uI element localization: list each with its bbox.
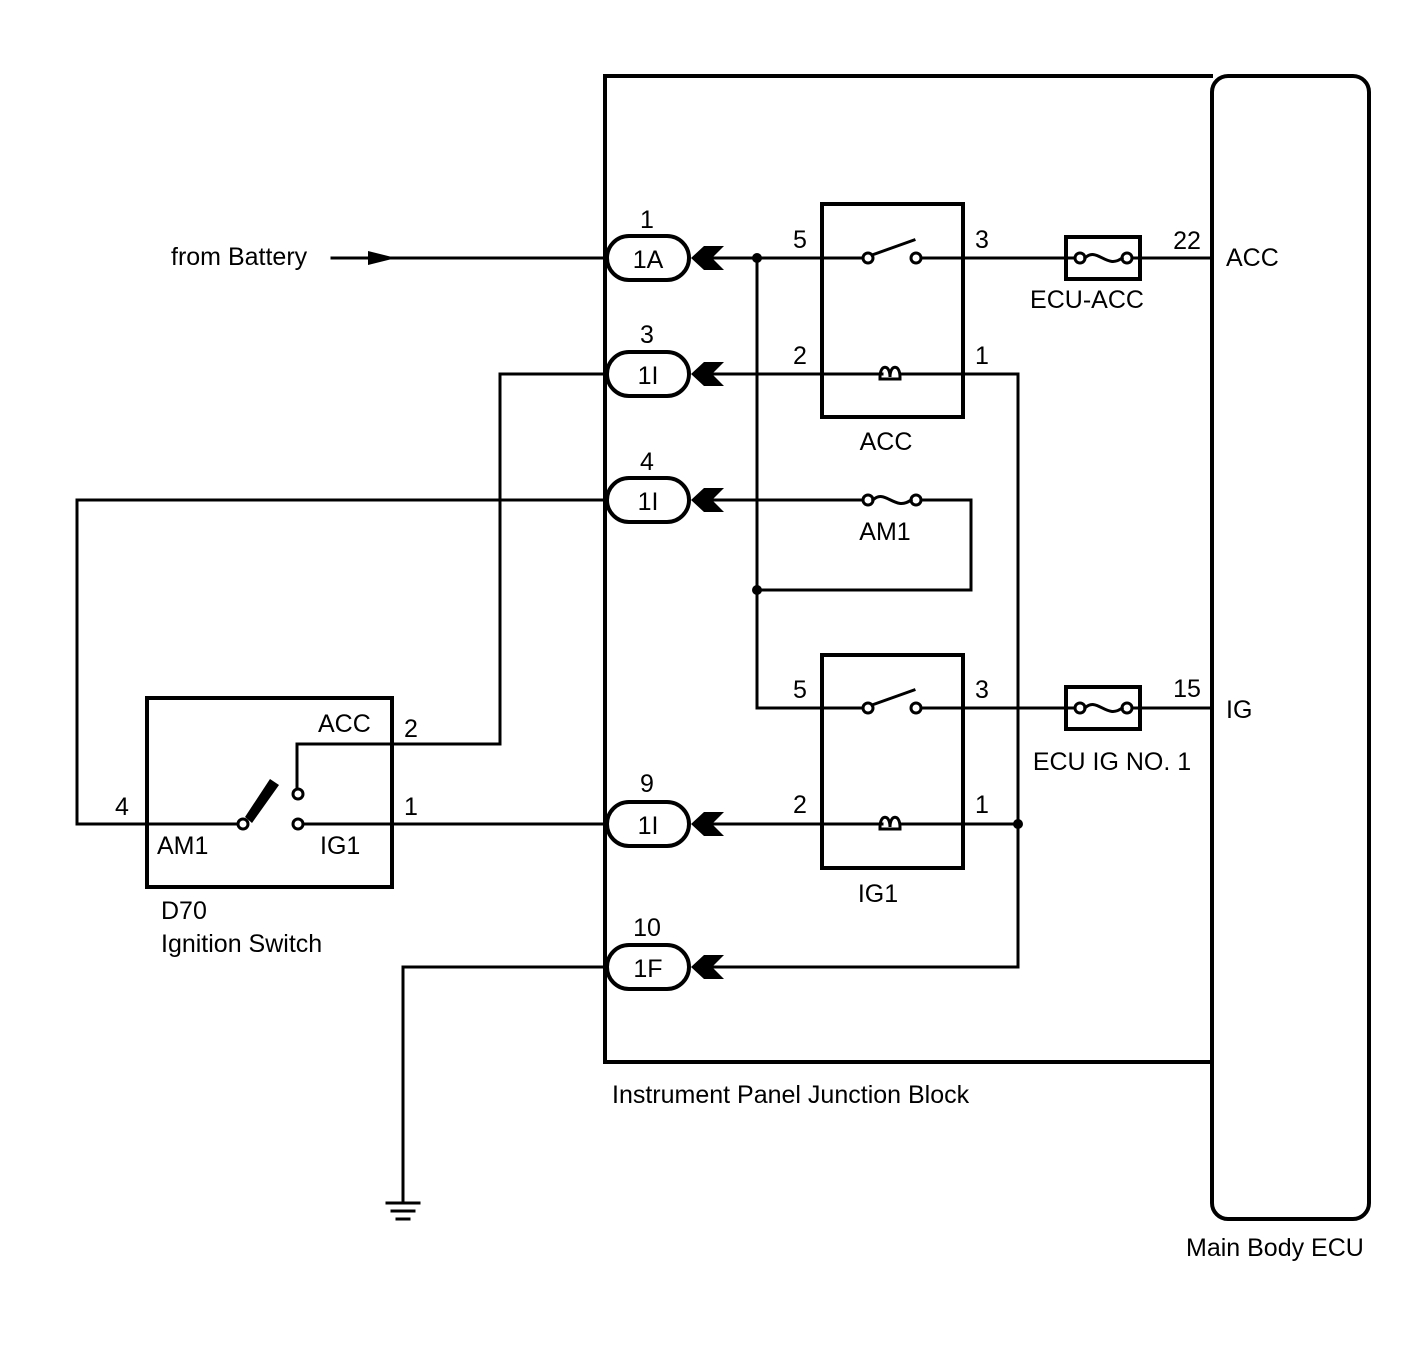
switch-ig1-label: IG1 [320,832,360,860]
connector-1f: 1F 10 [605,914,724,991]
ground-icon [385,1201,421,1221]
ignition-switch-box [145,696,394,889]
pin-label: 2 [793,342,807,370]
main-body-ecu-box [1210,74,1371,1221]
main-body-ecu-label: Main Body ECU [1186,1234,1364,1262]
junction-dot [752,253,762,263]
ecu-acc-fuse-icon [1073,251,1134,265]
connector-1i-pin3: 1I 3 [605,321,724,398]
pin-label: 15 [1173,675,1201,703]
junction-dot [1013,819,1023,829]
switch-acc-label: ACC [318,710,371,738]
pin-label: 3 [975,226,989,254]
junction-dot [752,585,762,595]
pin-label: 22 [1173,227,1201,255]
acc-relay-coil-icon [878,365,902,381]
connector-code: 1F [633,955,662,983]
acc-relay-box [820,202,965,419]
connector-pin: 10 [633,914,661,942]
pin-label: 3 [975,676,989,704]
connector-code: 1A [633,246,664,274]
connector-code: 1I [638,812,659,840]
connector-pin: 9 [640,770,654,798]
connector-1i-pin9: 1I 9 [605,770,724,848]
pin-label: 5 [793,226,807,254]
connector-1i-pin4: 1I 4 [605,448,724,524]
junction-block-outline [603,74,1213,1064]
pin-label: 1 [975,342,989,370]
pin-label: 4 [115,793,129,821]
ig1-relay-switch-icon [861,688,923,715]
connector-1a: 1A 1 [605,206,724,282]
ignition-switch-id: D70 [161,897,207,925]
pin-label: 2 [404,715,418,743]
pin-label: 1 [404,793,418,821]
ecu-ig-fuse-label: ECU IG NO. 1 [1033,748,1191,776]
connector-code: 1I [638,362,659,390]
ecu-ig-terminal-label: IG [1226,696,1252,724]
ig1-relay-coil-icon [878,815,902,831]
am1-fuse-icon [861,493,923,507]
acc-relay-label: ACC [860,428,913,456]
junction-block-label: Instrument Panel Junction Block [612,1081,970,1109]
pin-label: 2 [793,791,807,819]
ignition-switch-name: Ignition Switch [161,930,322,958]
battery-arrow-icon [368,251,396,265]
acc-relay-switch-icon [861,238,923,265]
ig1-relay-box [820,653,965,870]
ig1-relay-label: IG1 [858,880,898,908]
connector-pin: 1 [640,206,654,234]
ecu-acc-terminal-label: ACC [1226,244,1279,272]
am1-fuse-label: AM1 [859,518,910,546]
ignition-switch-contacts-icon [236,779,305,831]
connector-code: 1I [638,488,659,516]
ecu-acc-fuse-label: ECU-ACC [1030,286,1144,314]
connector-pin: 4 [640,448,654,476]
connector-pin: 3 [640,321,654,349]
from-battery-label: from Battery [171,243,308,271]
ecu-ig-fuse-icon [1073,701,1134,715]
wires [75,256,1214,1204]
pin-label: 1 [975,791,989,819]
pin-label: 5 [793,676,807,704]
switch-am1-label: AM1 [157,832,208,860]
